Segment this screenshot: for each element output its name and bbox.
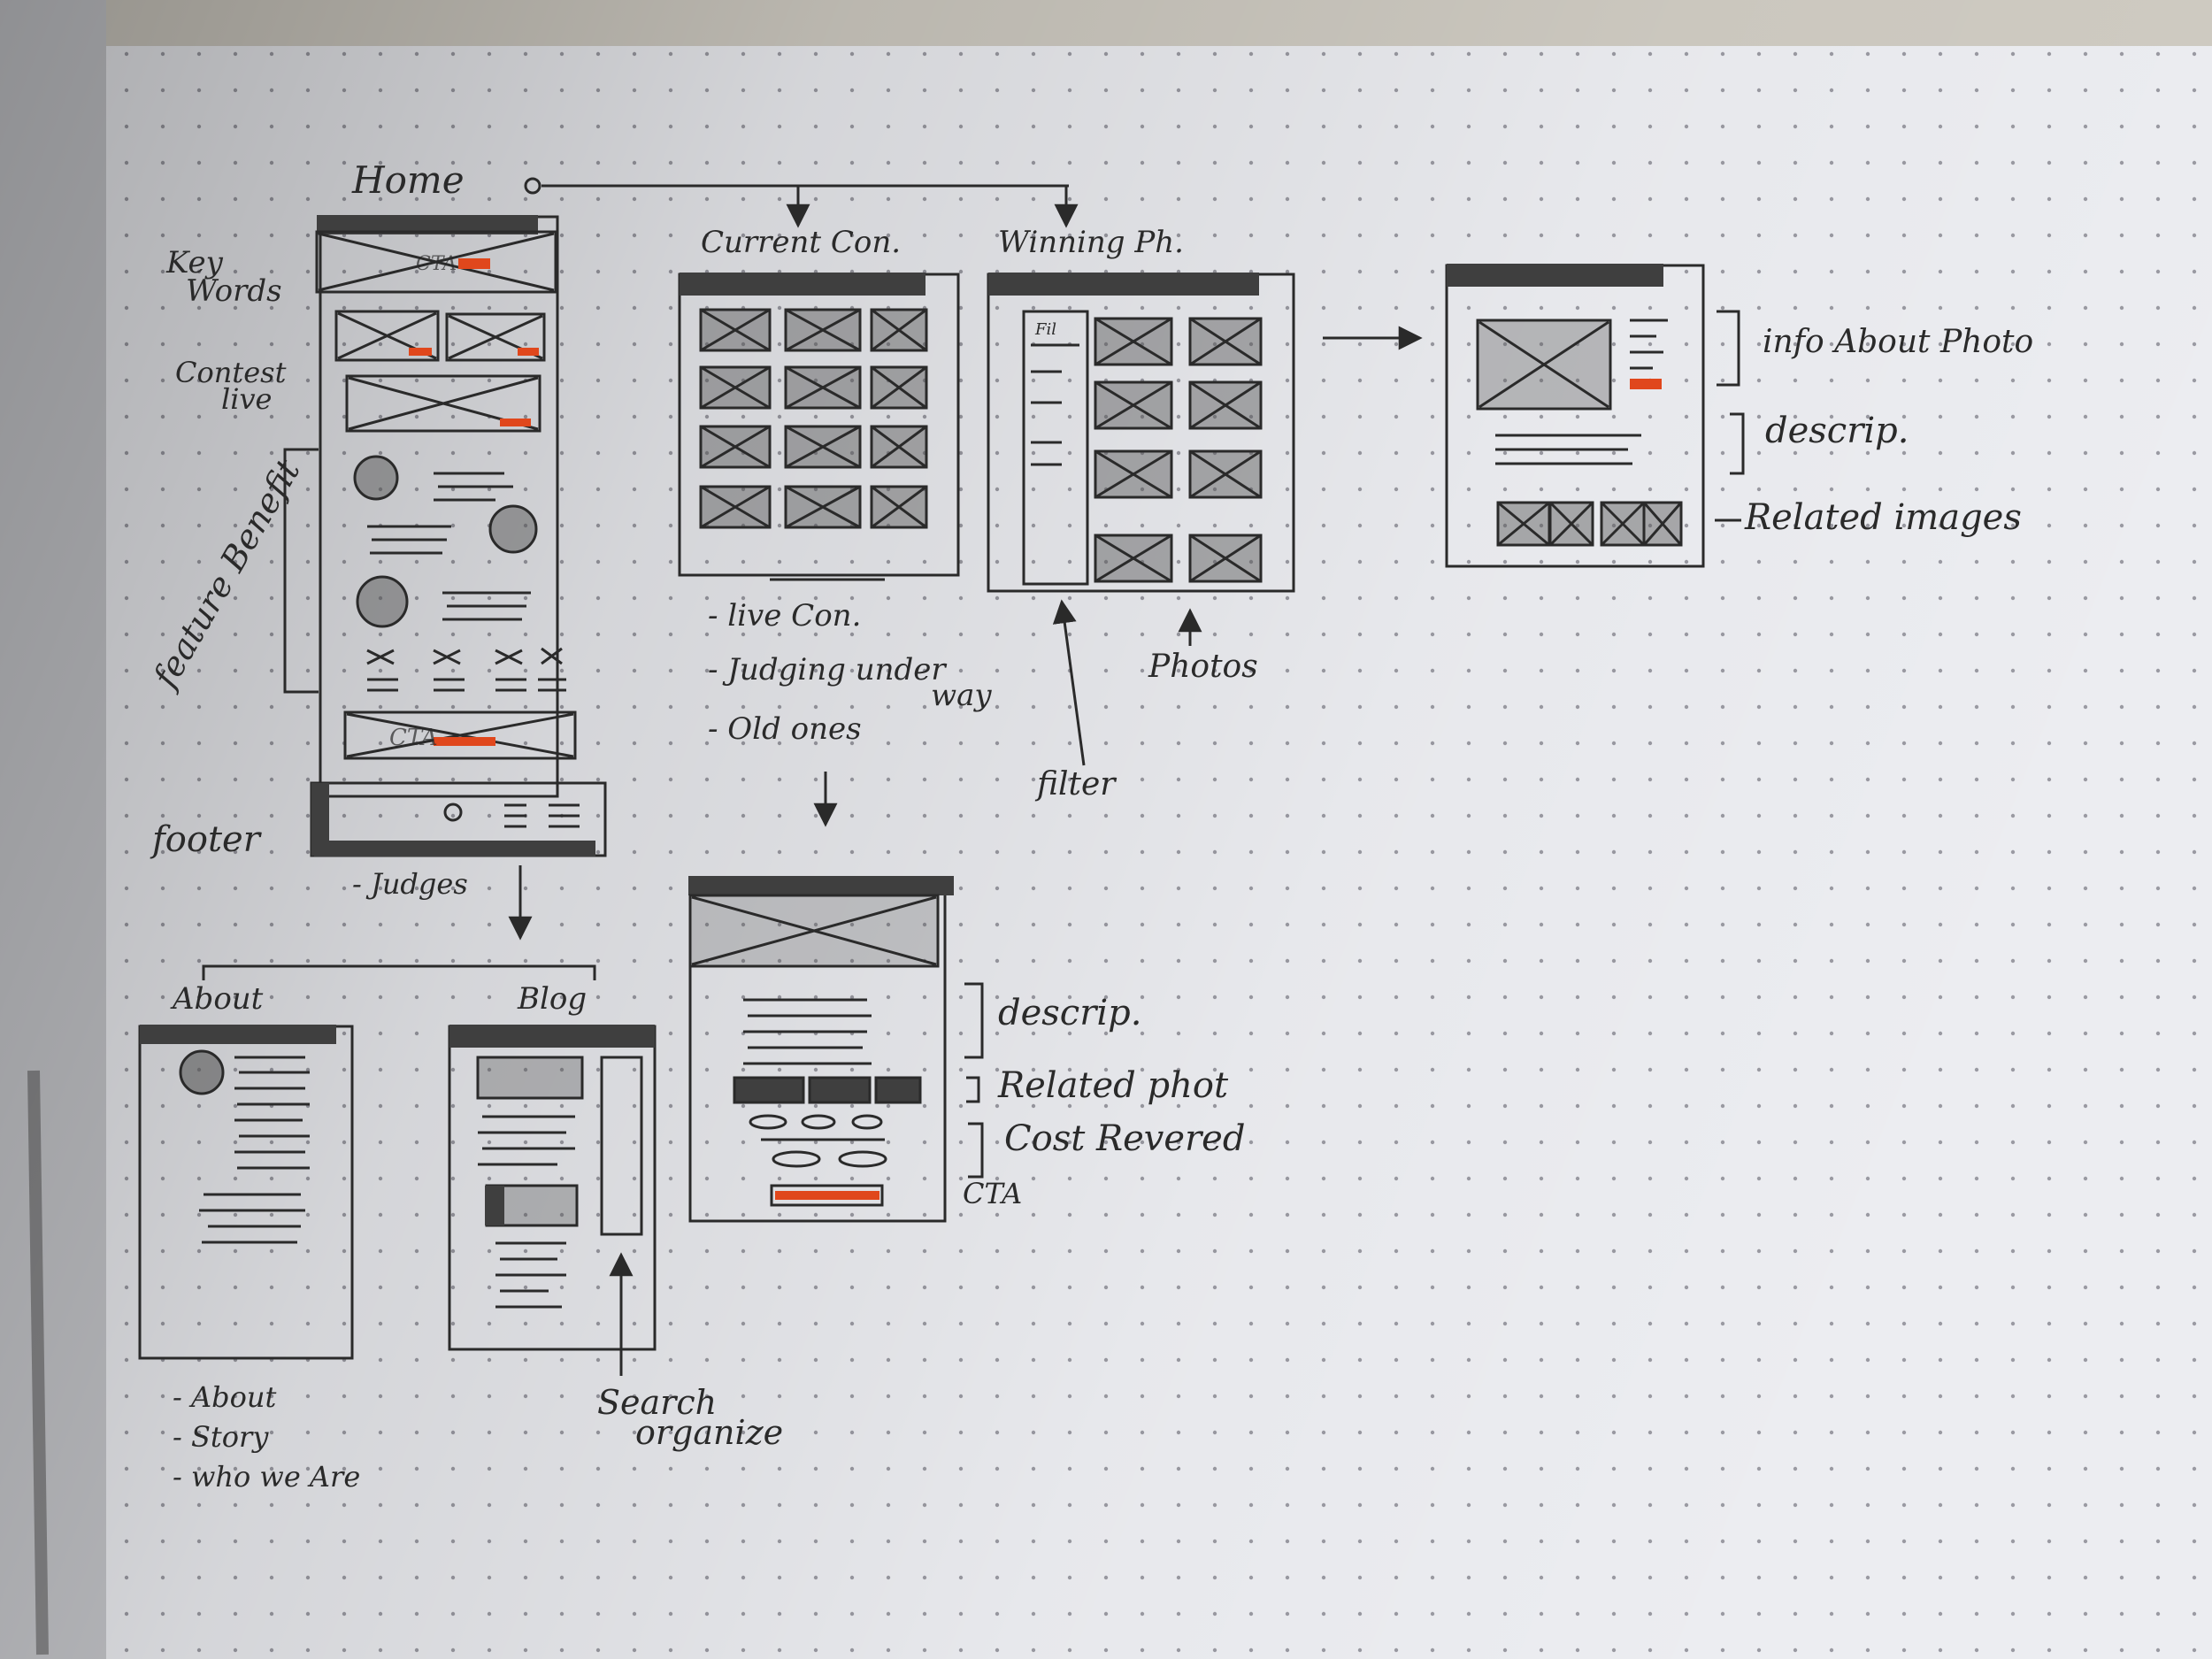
contest-thumb-cross xyxy=(871,365,927,410)
label-search: Search xyxy=(597,1383,717,1422)
contest-thumb-cross xyxy=(785,425,861,469)
about-blog-branch xyxy=(202,964,596,980)
winning-thumb-cross xyxy=(1189,449,1262,499)
label-filter: filter xyxy=(1034,766,1117,803)
winning-ph-wireframe xyxy=(987,273,1295,593)
label-photos: Photos xyxy=(1148,649,1258,685)
home-node-icon xyxy=(524,177,541,195)
label-related-phot: Related phot xyxy=(997,1065,1229,1106)
current-con-wireframe xyxy=(678,273,960,581)
label-home: Home xyxy=(351,158,465,202)
related-thumb-cross xyxy=(1497,501,1550,547)
contest-thumb-cross xyxy=(700,485,771,529)
contest-detail-wireframe xyxy=(688,876,954,1223)
label-footer: footer xyxy=(150,819,263,860)
winning-thumb-cross xyxy=(1189,534,1262,583)
winning-thumb-cross xyxy=(1094,380,1172,430)
contest-thumb-cross xyxy=(871,308,927,352)
contest-thumb-cross xyxy=(700,425,771,469)
label-current-note-2: - Judging under xyxy=(708,652,947,687)
label-info-about-photo: info About Photo xyxy=(1763,324,2033,360)
label-cta-box: CTA xyxy=(416,253,457,275)
winning-thumb-cross xyxy=(1094,534,1172,583)
label-contest-live-1: Contest xyxy=(175,356,287,389)
winning-thumb-cross xyxy=(1094,449,1172,499)
label-key-words-2: Words xyxy=(186,273,282,309)
label-organize: organize xyxy=(635,1413,783,1452)
contest-thumb-cross xyxy=(785,485,861,529)
label-descrip-1: descrip. xyxy=(1765,411,1909,451)
label-current-note-4: - Old ones xyxy=(708,711,862,747)
label-blog: Blog xyxy=(517,981,587,1017)
related-thumb-cross xyxy=(1548,501,1594,547)
label-judges: - Judges xyxy=(352,867,468,901)
related-thumb-cross xyxy=(1642,502,1683,546)
contest-thumb-cross xyxy=(700,308,771,352)
arrow-filter xyxy=(1052,599,1086,766)
about-wireframe xyxy=(138,1025,354,1360)
contest-thumb-cross xyxy=(785,365,861,410)
label-cta: CTA xyxy=(963,1177,1022,1210)
blog-wireframe xyxy=(448,1025,657,1351)
label-about-note-3: - who we Are xyxy=(173,1460,360,1494)
label-current-con: Current Con. xyxy=(701,225,901,260)
label-contest-live-2: live xyxy=(221,382,272,416)
contest-thumb-cross xyxy=(785,308,861,352)
home-wireframe xyxy=(310,215,607,857)
bracket-related-phot xyxy=(966,1076,980,1103)
winning-thumb-cross xyxy=(1189,380,1262,430)
label-key-words-1: Key xyxy=(165,245,224,280)
label-related-images: Related images xyxy=(1744,497,2022,538)
contest-thumb-cross xyxy=(871,485,927,529)
winning-thumb-cross xyxy=(1094,317,1172,366)
label-cost-revered: Cost Revered xyxy=(1004,1118,1245,1159)
label-about: About xyxy=(170,981,264,1017)
label-cta-box-2: CTA xyxy=(389,725,438,751)
winning-thumb-cross xyxy=(1189,317,1262,366)
bracket-info xyxy=(1717,310,1740,387)
contest-thumb-cross xyxy=(700,365,771,410)
label-winning-ph: Winning Ph. xyxy=(998,225,1184,260)
feature-benefit-bracket xyxy=(283,448,319,694)
label-descrip-2: descrip. xyxy=(998,993,1141,1033)
label-filter-box: Fil xyxy=(1034,320,1056,339)
label-current-note-1: - live Con. xyxy=(708,598,861,634)
label-current-note-3: way xyxy=(931,678,992,713)
photo-detail-wireframe xyxy=(1445,264,1705,568)
bracket-descrip-2 xyxy=(964,982,984,1059)
bracket-cost-revered xyxy=(968,1122,984,1179)
label-about-note-1: - About xyxy=(173,1380,276,1414)
related-thumb-cross xyxy=(1600,501,1646,547)
contest-thumb-cross xyxy=(871,425,927,469)
bracket-descrip-1 xyxy=(1730,412,1745,475)
label-about-note-2: - Story xyxy=(173,1420,269,1454)
